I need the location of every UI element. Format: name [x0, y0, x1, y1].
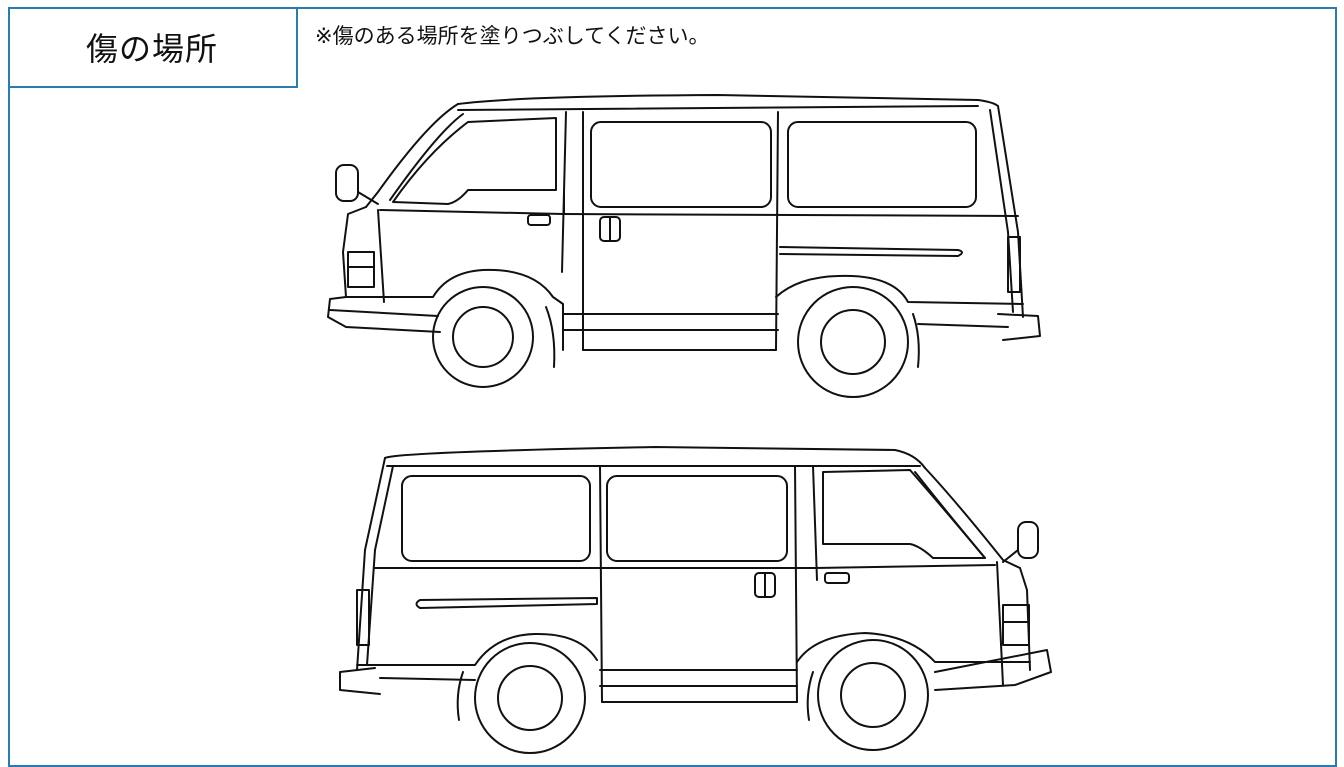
page-title: 傷の場所	[85, 29, 218, 68]
van-left-side-diagram[interactable]	[318, 92, 1048, 404]
title-cell: 傷の場所	[8, 7, 298, 88]
van-right-side-diagram[interactable]	[335, 440, 1060, 758]
instruction-text: ※傷のある場所を塗りつぶしてください。	[315, 24, 710, 48]
